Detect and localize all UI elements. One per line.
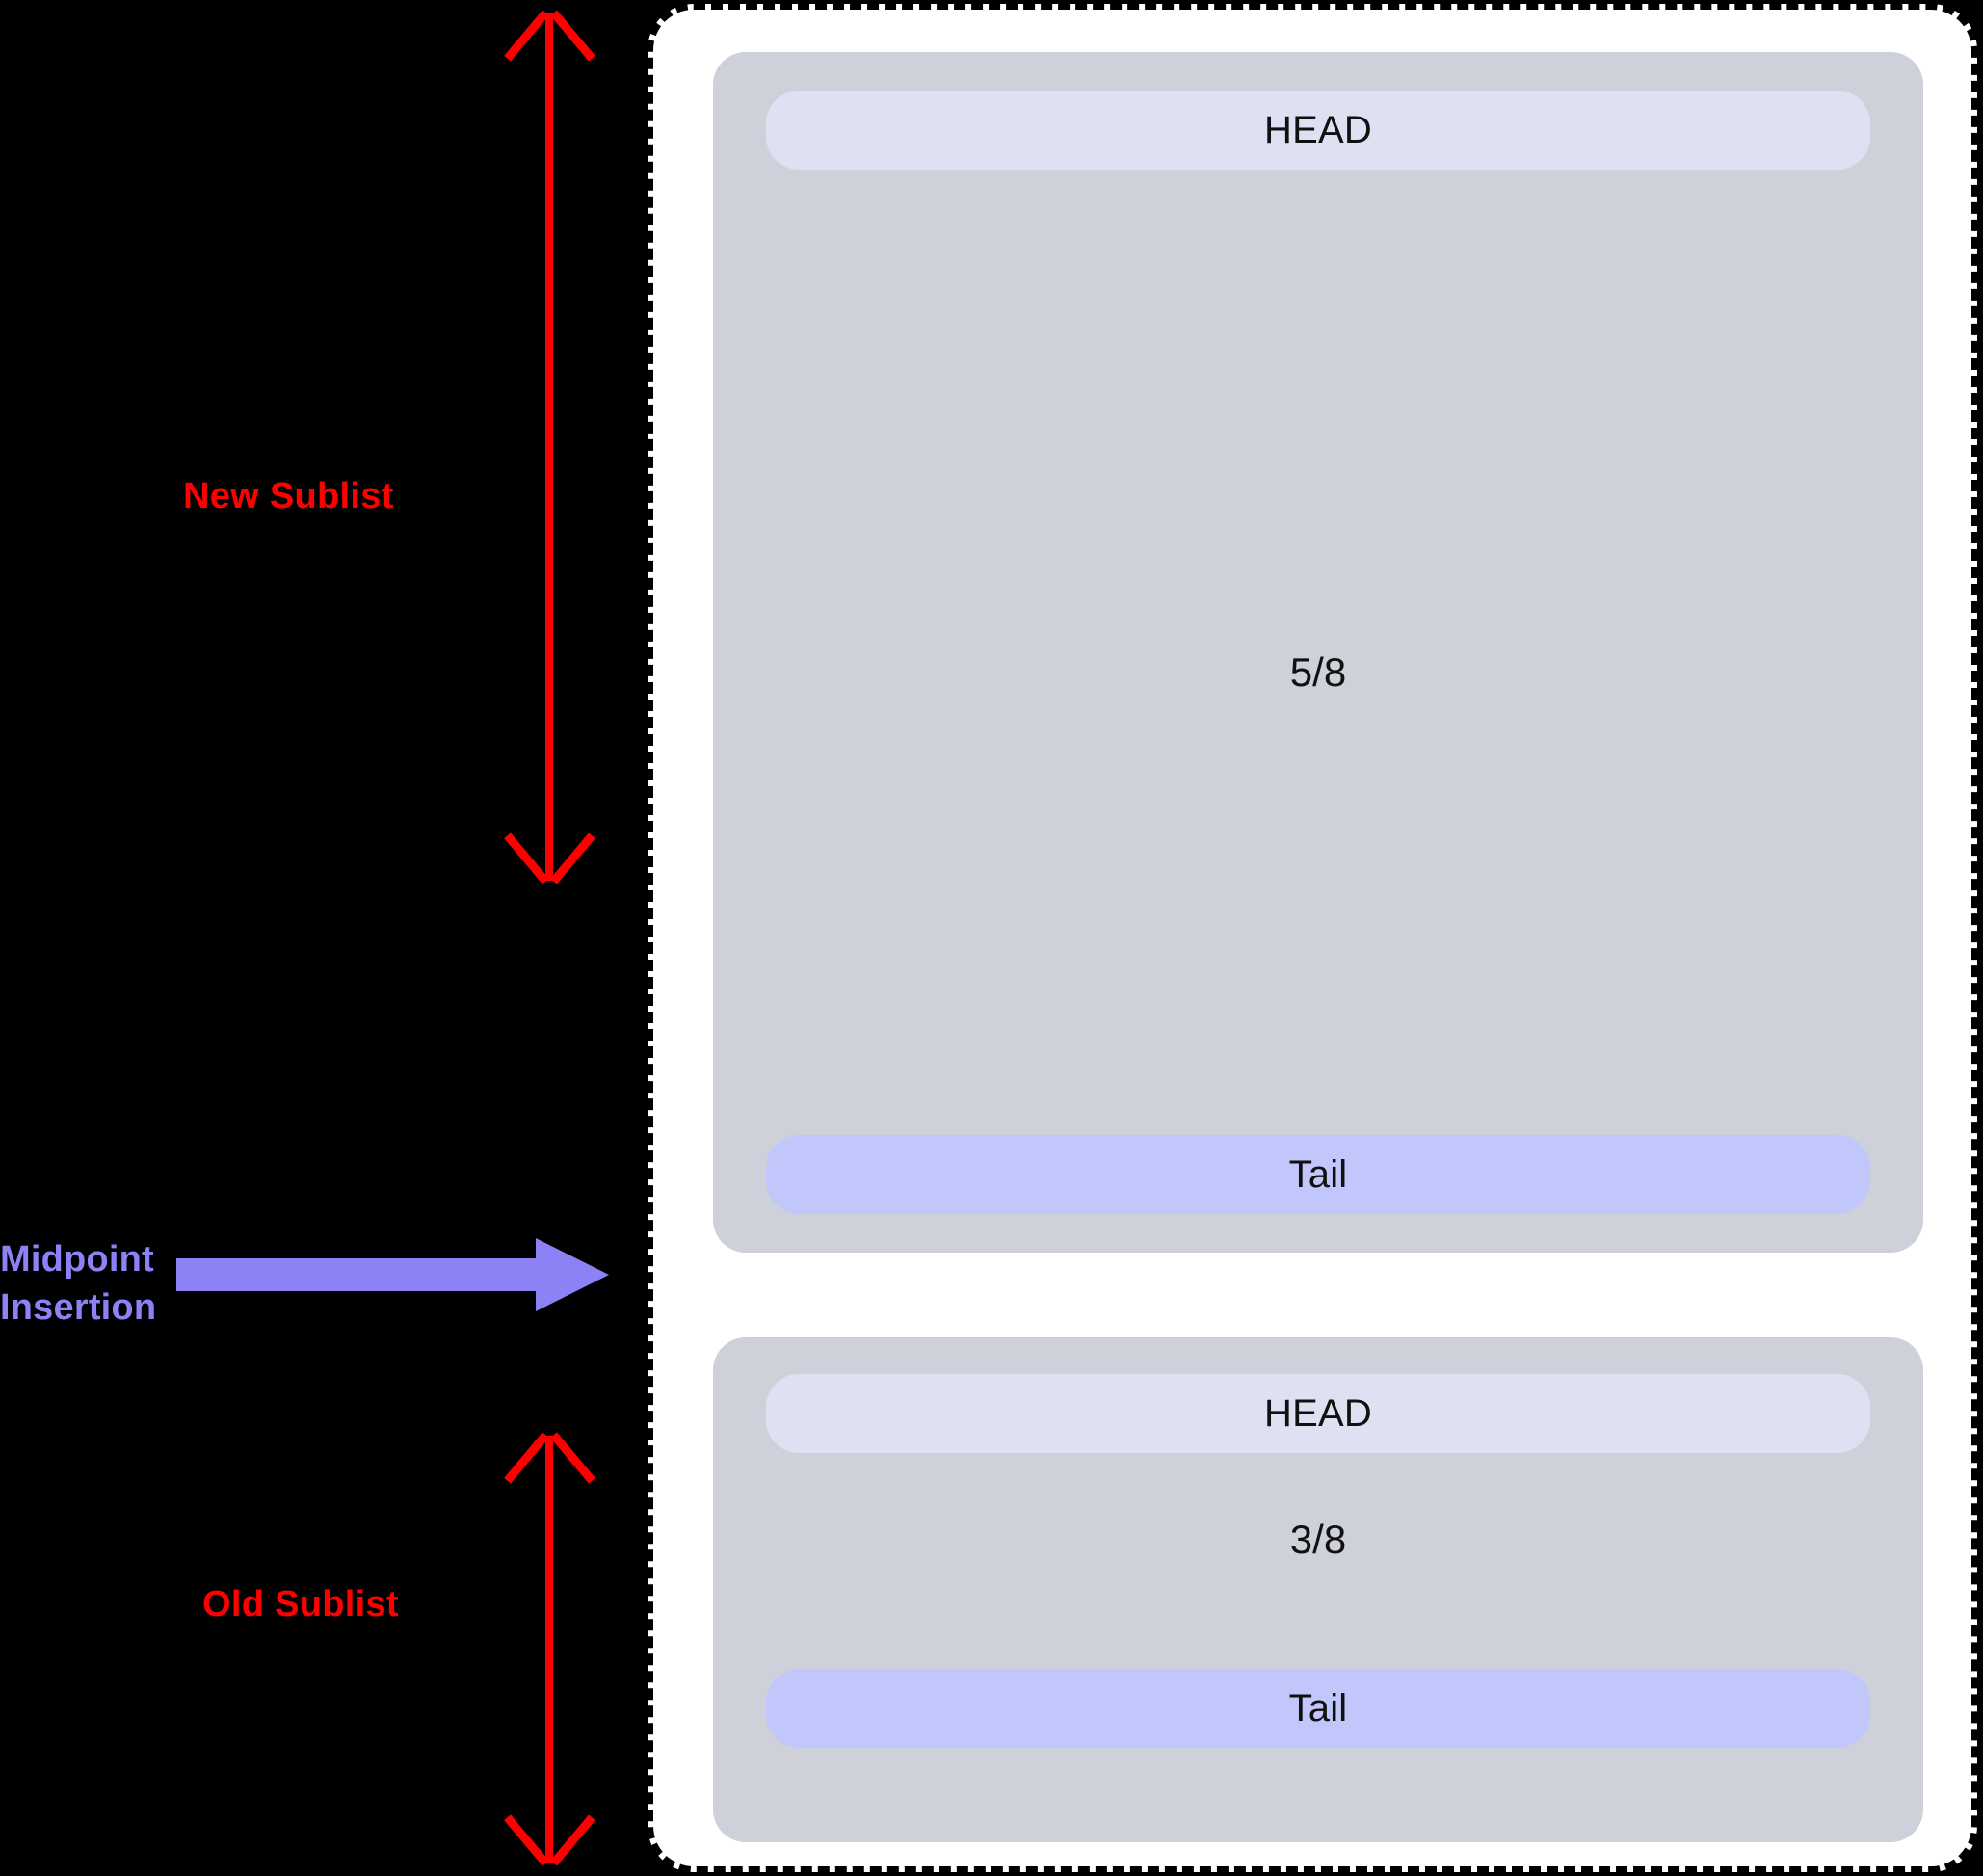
old-sublist-label: Old Sublist	[202, 1584, 399, 1625]
midpoint-insertion-label-line1: Midpoint	[0, 1239, 154, 1280]
old-sublist-fraction: 3/8	[1289, 1517, 1347, 1562]
midpoint-insertion-label-line2: Insertion	[0, 1287, 157, 1328]
arrowhead-down-right-icon	[550, 1814, 595, 1866]
midpoint-insertion-arrow-shaft	[176, 1258, 562, 1291]
new-sublist-tail-node[interactable]: Tail	[766, 1135, 1870, 1214]
arrowhead-down-left-icon	[504, 1814, 549, 1866]
arrowhead-down-right-icon	[550, 832, 595, 885]
new-sublist-span-arrow	[504, 10, 595, 885]
old-sublist-span-arrow	[504, 1432, 595, 1866]
new-sublist-card[interactable]: HEAD 5/8 Tail	[713, 52, 1923, 1253]
midpoint-insertion-arrowhead-icon	[536, 1238, 609, 1311]
new-sublist-head-node[interactable]: HEAD	[766, 91, 1870, 170]
old-sublist-card[interactable]: HEAD 3/8 Tail	[713, 1337, 1923, 1842]
old-sublist-tail-node[interactable]: Tail	[766, 1669, 1870, 1748]
new-sublist-fraction: 5/8	[1289, 649, 1347, 695]
arrowhead-up-right-icon	[550, 1432, 595, 1484]
arrowhead-up-left-icon	[504, 1432, 549, 1484]
arrowhead-up-left-icon	[504, 10, 549, 62]
arrowhead-up-right-icon	[550, 10, 595, 62]
arrowhead-down-left-icon	[504, 832, 549, 885]
midpoint-insertion-label: Midpoint Insertion	[0, 1235, 169, 1332]
lru-list-panel: HEAD 5/8 Tail HEAD 3/8 Tail	[648, 4, 1977, 1872]
old-sublist-head-node[interactable]: HEAD	[766, 1374, 1870, 1453]
new-sublist-label: New Sublist	[183, 476, 394, 516]
